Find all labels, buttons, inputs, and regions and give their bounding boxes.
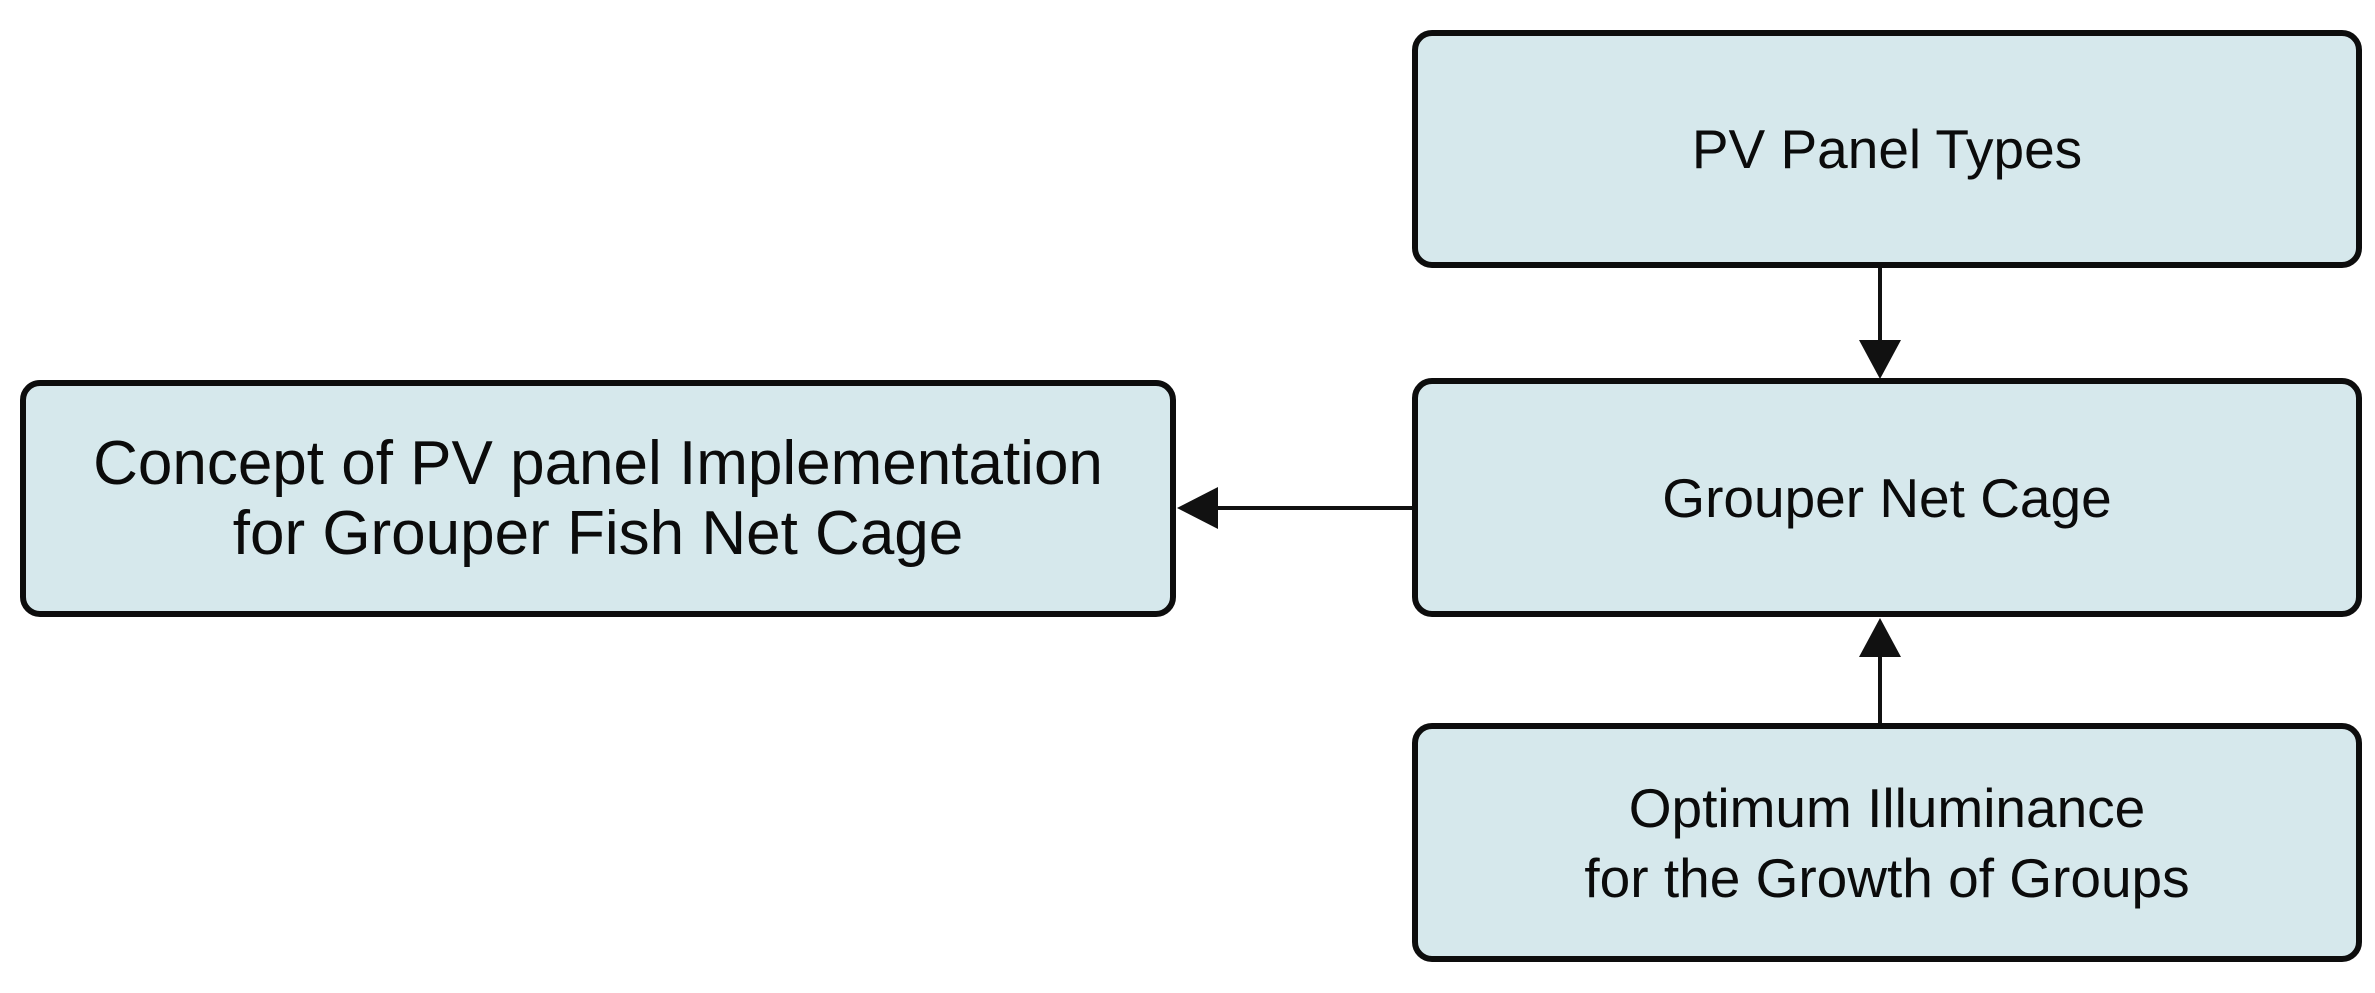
- box-label-line-1: Optimum Illuminance: [1628, 776, 2146, 839]
- arrow-head-down: [1859, 340, 1901, 379]
- arrow-head-left: [1177, 487, 1218, 529]
- box-pv-panel-types: PV Panel Types: [1412, 30, 2362, 268]
- box-label-line-2: for Grouper Fish Net Cage: [232, 498, 964, 568]
- arrow-grouper-net-cage-to-concept: [1177, 487, 1412, 529]
- arrow-head-up: [1859, 618, 1901, 657]
- box-label: PV Panel Types: [1691, 118, 2083, 180]
- box-label-line-1: Concept of PV panel Implementation: [93, 428, 1103, 498]
- box-optimum-illuminance: Optimum Illuminance for the Growth of Gr…: [1412, 723, 2362, 962]
- box-concept-pv-implementation: Concept of PV panel Implementation for G…: [20, 380, 1176, 617]
- arrow-pv-panel-types-to-grouper-net-cage: [1859, 268, 1901, 379]
- box-grouper-net-cage: Grouper Net Cage: [1412, 378, 2362, 617]
- arrow-optimum-illuminance-to-grouper-net-cage: [1859, 618, 1901, 723]
- box-label: Grouper Net Cage: [1662, 466, 2112, 529]
- box-label-line-2: for the Growth of Groups: [1584, 846, 2190, 909]
